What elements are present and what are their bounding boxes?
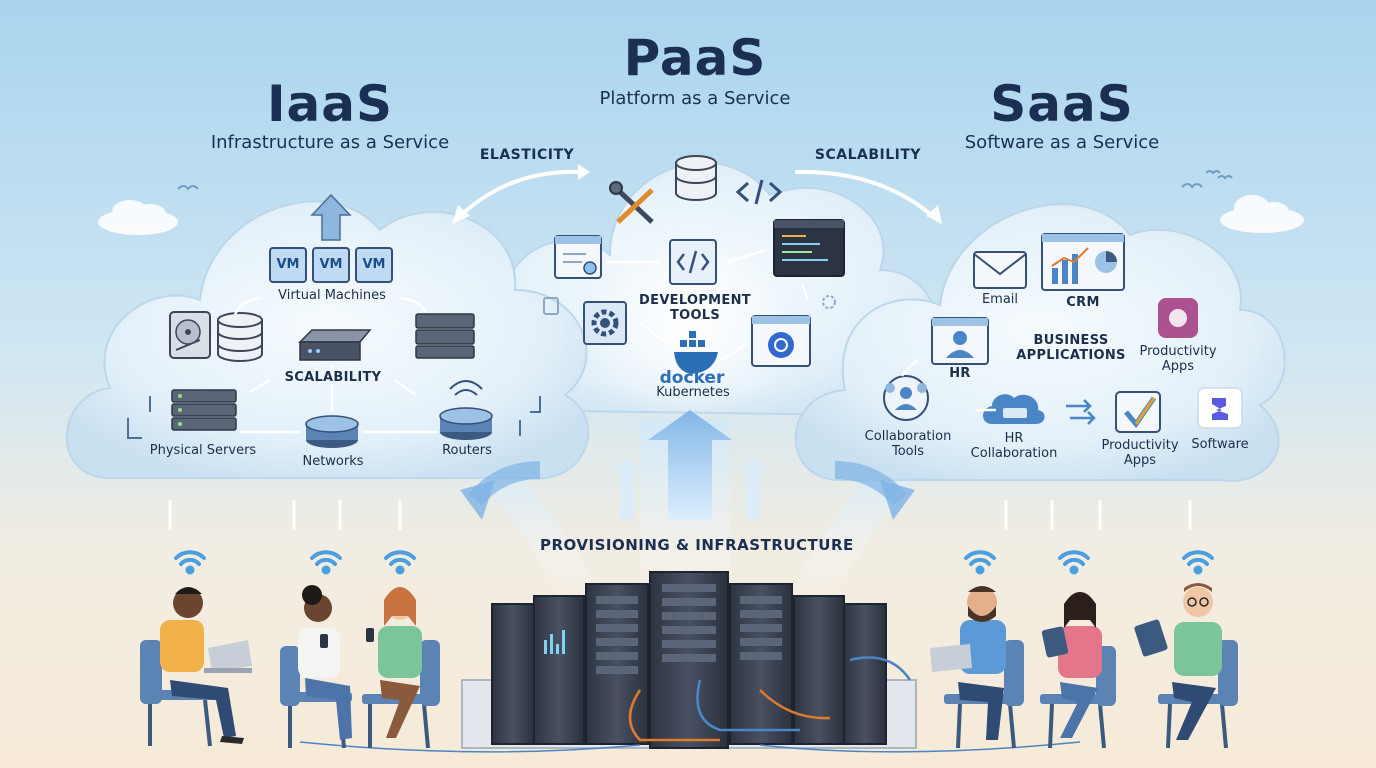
development-tools-label: DEVELOPMENT TOOLS — [639, 293, 751, 323]
code-brackets-icon — [735, 179, 783, 205]
provisioning-infrastructure-label: PROVISIONING & INFRASTRUCTURE — [540, 536, 854, 554]
email-label: Email — [981, 292, 1019, 307]
routers-label: Routers — [442, 443, 492, 458]
wrench-screwdriver-icon — [609, 181, 654, 224]
email-envelope-icon — [973, 251, 1027, 289]
small-gear-icon — [543, 295, 836, 315]
docker-label: docker — [659, 368, 725, 388]
provisioning-arrows — [460, 410, 915, 520]
docker-whale-icon — [674, 331, 718, 374]
bg-cloud-left — [98, 200, 178, 235]
terminal-window-icon — [773, 219, 845, 277]
software-label: Software — [1191, 437, 1249, 452]
bg-cloud-right — [1220, 195, 1304, 233]
hr-folder-icon — [931, 317, 989, 365]
kubernetes-icon — [751, 315, 811, 367]
birds — [177, 170, 1233, 191]
browser-window-icon — [554, 235, 602, 279]
hr-collaboration-label: HR Collaboration — [970, 431, 1058, 461]
database-icon-iaas — [217, 312, 263, 362]
elasticity-arrow — [456, 169, 586, 220]
vm-label-3: VM — [362, 257, 386, 272]
person-tablet-far-right — [1134, 583, 1238, 749]
paas-title: PaaS — [623, 29, 767, 87]
person-tablet-right — [1040, 592, 1116, 749]
hr-collaboration-cloud-icon — [983, 394, 1045, 424]
person-laptop-right — [930, 586, 1024, 749]
software-app-icon — [1197, 387, 1243, 429]
physical-server-icon — [171, 389, 237, 431]
hr-label: HR — [949, 366, 971, 381]
saas-subtitle: Software as a Service — [964, 132, 1160, 153]
vm-boxes — [269, 247, 393, 283]
productivity-apps-top-label: Productivity Apps — [1139, 344, 1217, 374]
iaas-subtitle: Infrastructure as a Service — [210, 132, 450, 153]
crm-label: CRM — [1066, 295, 1100, 310]
iaas-connectors — [233, 296, 438, 434]
virtual-machines-label: Virtual Machines — [278, 288, 386, 303]
transfer-arrows-icon — [1066, 399, 1096, 425]
paas-subtitle: Platform as a Service — [599, 88, 791, 109]
business-applications-label: BUSINESS APPLICATIONS — [1016, 333, 1126, 363]
iaas-scalability-label: SCALABILITY — [284, 370, 382, 385]
switch-icon — [298, 329, 372, 361]
code-editor-icon — [669, 239, 717, 285]
server-stack-icon-right — [415, 313, 475, 359]
collaboration-tools-icon — [883, 375, 929, 421]
crm-dashboard-icon — [1041, 233, 1125, 291]
physical-servers-label: Physical Servers — [149, 443, 257, 458]
paas-glow — [580, 240, 800, 420]
database-icon-paas — [675, 155, 717, 201]
elasticity-label: ELASTICITY — [479, 147, 575, 163]
up-arrow-icon — [310, 193, 352, 241]
person-laptop-left — [140, 587, 252, 747]
vm-label-1: VM — [276, 257, 300, 272]
hard-drive-icon — [169, 311, 211, 359]
iaas-title: IaaS — [266, 75, 394, 133]
server-racks — [299, 571, 1081, 753]
wifi-icons — [174, 550, 1214, 575]
network-hub-icon — [305, 415, 359, 448]
user-uplinks — [168, 500, 1192, 530]
paas-connectors — [606, 248, 810, 362]
saas-connectors — [900, 359, 996, 412]
productivity-app-icon-top — [1158, 298, 1198, 338]
collaboration-tools-label: Collaboration Tools — [864, 429, 952, 459]
settings-gear-icon — [583, 301, 627, 345]
person-phone-center-left — [362, 587, 440, 749]
router-icon — [439, 380, 493, 440]
scalability-flow-label: SCALABILITY — [814, 147, 922, 163]
vm-label-2: VM — [319, 257, 343, 272]
person-phone-middle-left — [280, 585, 352, 749]
saas-title: SaaS — [990, 75, 1134, 133]
side-arrows-iaas — [127, 396, 541, 439]
productivity-apps-label: Productivity Apps — [1101, 438, 1179, 468]
kubernetes-label: Kubernetes — [656, 385, 730, 400]
scalability-arrow — [794, 169, 937, 220]
networks-label: Networks — [302, 454, 364, 469]
productivity-checkmark-icon — [1115, 391, 1161, 433]
